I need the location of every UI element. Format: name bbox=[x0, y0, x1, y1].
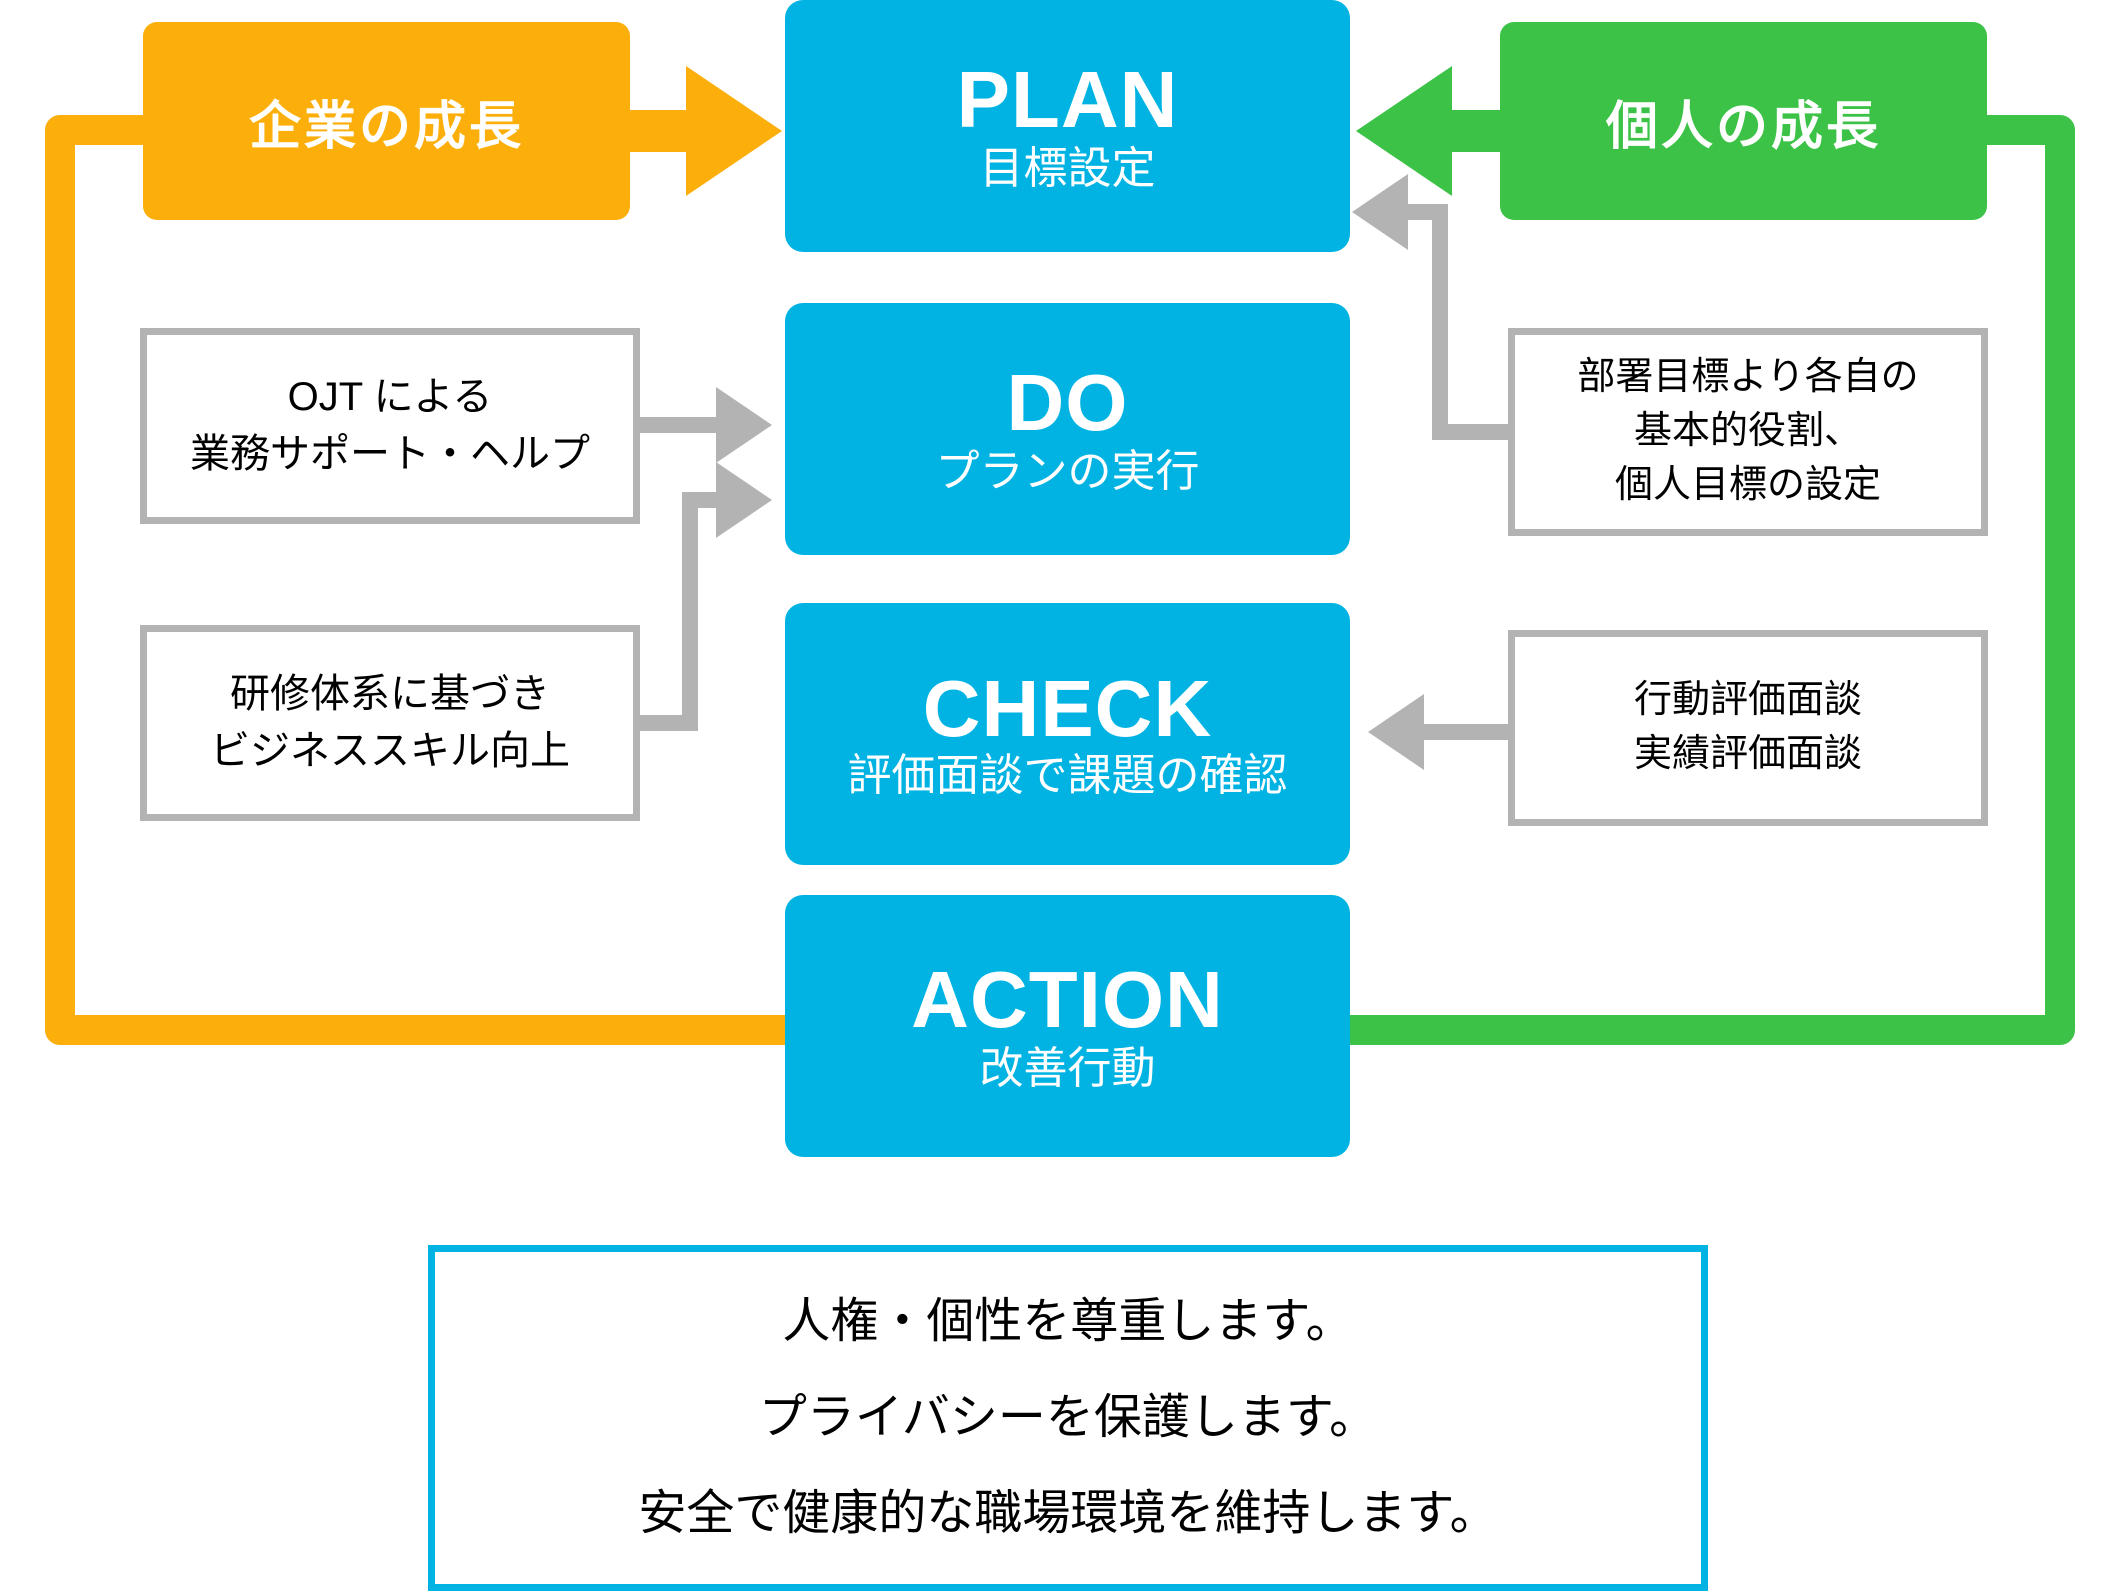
ojt-to-do-connector bbox=[640, 387, 772, 463]
pdca-card-action: ACTION 改善行動 bbox=[785, 895, 1350, 1157]
do-subtitle: プランの実行 bbox=[935, 446, 1200, 496]
note-goal-setting: 部署目標より各自の 基本的役割、 個人目標の設定 bbox=[1508, 328, 1988, 536]
note-goal-setting-line2: 基本的役割、 bbox=[1633, 410, 1862, 453]
note-goal-setting-line3: 個人目標の設定 bbox=[1614, 463, 1881, 506]
action-subtitle: 改善行動 bbox=[979, 1043, 1156, 1093]
note-evaluation: 行動評価面談 実績評価面談 bbox=[1508, 630, 1988, 826]
corporate-growth-loop bbox=[45, 115, 805, 1045]
note-ojt-line2: 業務サポート・ヘルプ bbox=[190, 432, 590, 476]
do-title: DO bbox=[1006, 358, 1129, 447]
policy-line-1: 人権・個性を尊重します。 bbox=[782, 1295, 1354, 1348]
policy-line-2: プライバシーを保護します。 bbox=[758, 1391, 1378, 1444]
note-goal-setting-line1: 部署目標より各自の bbox=[1577, 356, 1919, 399]
check-title: CHECK bbox=[922, 664, 1213, 753]
corporate-growth-arrow bbox=[608, 66, 782, 196]
individual-growth-label: 個人の成長 bbox=[1605, 97, 1881, 156]
pdca-card-check: CHECK 評価面談で課題の確認 bbox=[785, 603, 1350, 865]
individual-growth-loop bbox=[1335, 115, 2075, 1045]
note-ojt-line1: OJT による bbox=[287, 375, 493, 420]
corporate-growth-badge: 企業の成長 bbox=[143, 22, 630, 220]
note-ojt: OJT による 業務サポート・ヘルプ bbox=[140, 328, 640, 524]
goal-setting-to-plan-connector bbox=[1352, 174, 1508, 440]
plan-title: PLAN bbox=[956, 55, 1179, 144]
check-subtitle: 評価面談で課題の確認 bbox=[847, 750, 1288, 800]
action-title: ACTION bbox=[911, 955, 1224, 1044]
individual-growth-badge: 個人の成長 bbox=[1500, 22, 1987, 220]
pdca-card-plan: PLAN 目標設定 bbox=[785, 0, 1350, 252]
note-training-line1: 研修体系に基づき bbox=[230, 672, 550, 717]
policy-statement-box: 人権・個性を尊重します。 プライバシーを保護します。 安全で健康的な職場環境を維… bbox=[428, 1245, 1708, 1591]
note-training-line2: ビジネススキル向上 bbox=[210, 729, 570, 773]
evaluation-to-check-connector bbox=[1368, 694, 1508, 770]
plan-subtitle: 目標設定 bbox=[979, 143, 1156, 193]
note-evaluation-line1: 行動評価面談 bbox=[1633, 679, 1862, 722]
training-to-do-connector bbox=[640, 462, 772, 731]
note-evaluation-line2: 実績評価面談 bbox=[1633, 733, 1862, 775]
note-training: 研修体系に基づき ビジネススキル向上 bbox=[140, 625, 640, 821]
corporate-growth-label: 企業の成長 bbox=[248, 97, 524, 156]
pdca-card-do: DO プランの実行 bbox=[785, 303, 1350, 555]
policy-line-3: 安全で健康的な職場環境を維持します。 bbox=[638, 1487, 1498, 1540]
